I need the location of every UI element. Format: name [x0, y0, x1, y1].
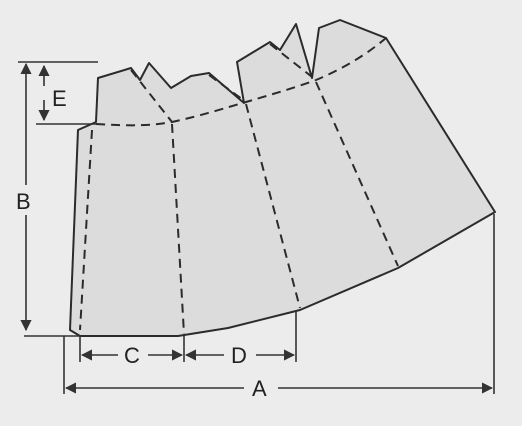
top-fold-line: [95, 37, 387, 127]
dimension-e: E: [36, 61, 98, 125]
template-outline: [69, 19, 496, 337]
flap-fold-line-2: [269, 43, 317, 81]
panel-fold-line-4: [315, 81, 399, 267]
panel-fold-line-1: [79, 129, 93, 331]
flap-fold-line-1: [130, 69, 173, 123]
label-e: E: [52, 86, 67, 111]
flap-fold-line-3: [208, 74, 247, 103]
panel-fold-line-2: [171, 123, 185, 335]
dimension-b: B: [16, 61, 80, 337]
label-d: D: [231, 343, 247, 368]
dimension-a: A: [63, 214, 495, 401]
label-b: B: [16, 189, 31, 214]
dimension-c-d: C D: [79, 312, 297, 368]
label-a: A: [252, 376, 267, 401]
label-c: C: [124, 343, 140, 368]
panel-fold-line-3: [245, 103, 301, 309]
